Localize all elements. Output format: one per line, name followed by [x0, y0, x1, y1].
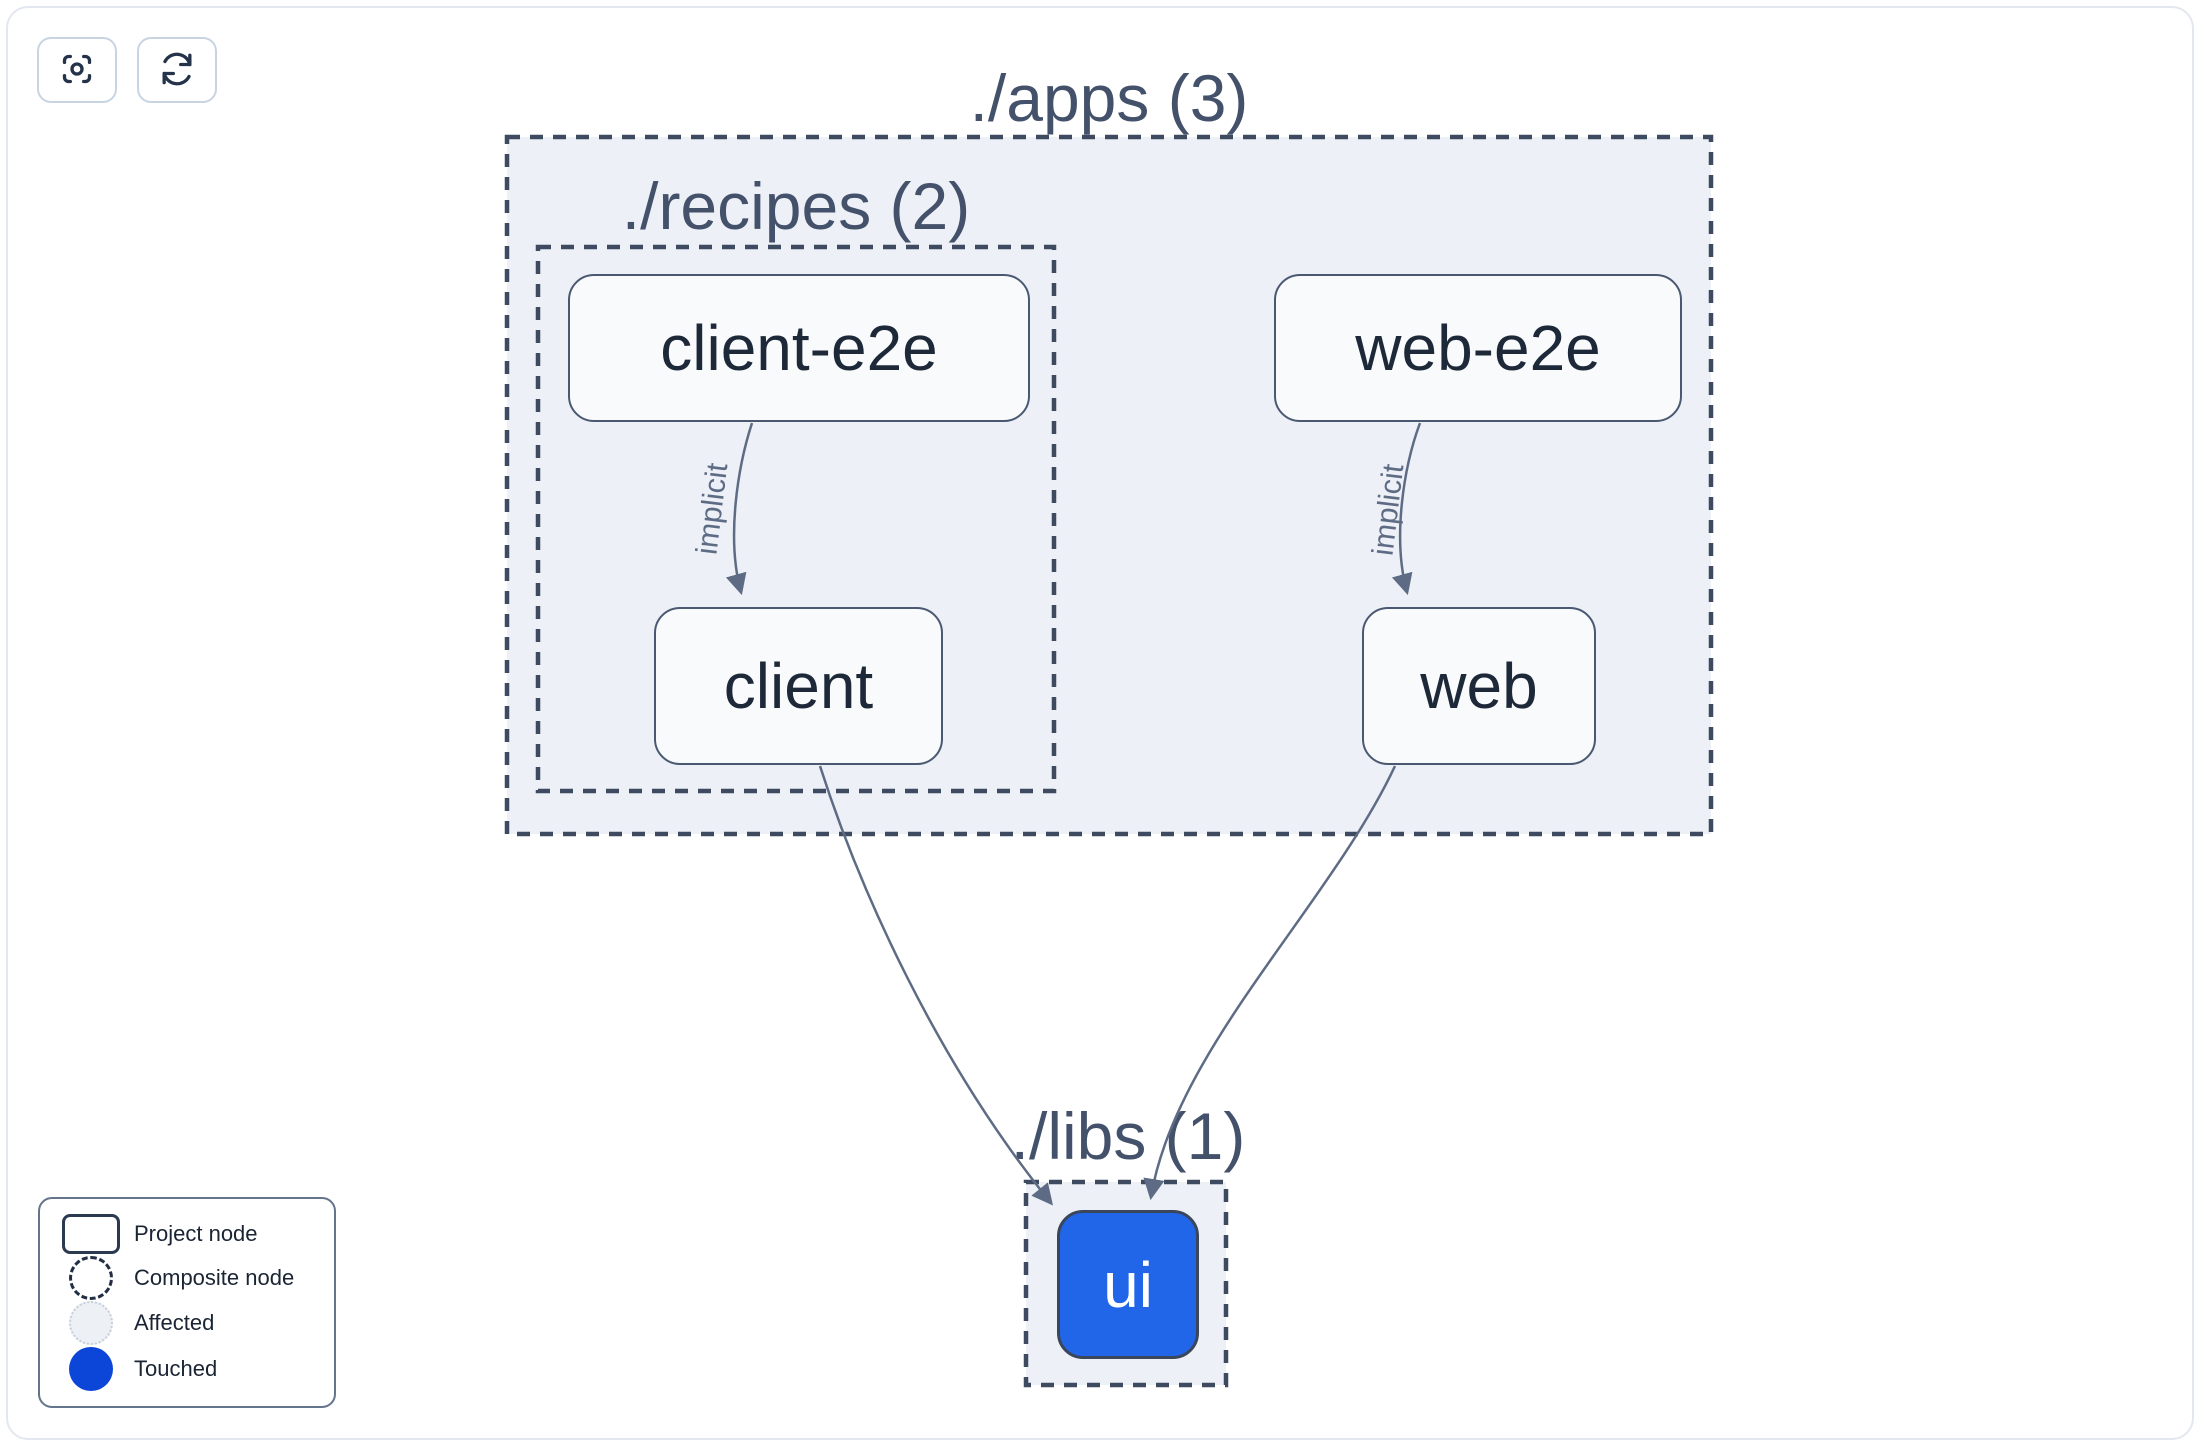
- node-label: client-e2e: [660, 312, 938, 384]
- legend-item-composite-node: Composite node: [58, 1255, 316, 1300]
- affected-swatch: [69, 1301, 113, 1346]
- node-client-e2e[interactable]: client-e2e: [568, 274, 1030, 422]
- legend-label: Project node: [134, 1220, 258, 1246]
- center-graph-button[interactable]: [37, 37, 117, 103]
- legend-label: Affected: [134, 1310, 215, 1336]
- group-label-apps[interactable]: ./apps (3): [969, 61, 1249, 135]
- node-web[interactable]: web: [1362, 607, 1596, 765]
- node-label: web: [1420, 650, 1538, 722]
- graph-legend: Project node Composite node Affected Tou…: [38, 1197, 336, 1408]
- node-label: web-e2e: [1355, 312, 1601, 384]
- node-client[interactable]: client: [654, 607, 943, 765]
- node-label: client: [723, 650, 874, 722]
- node-web-e2e[interactable]: web-e2e: [1274, 274, 1682, 422]
- group-label-recipes[interactable]: ./recipes (2): [621, 169, 971, 243]
- node-label: ui: [1103, 1248, 1153, 1321]
- node-ui-touched[interactable]: ui: [1057, 1210, 1199, 1359]
- group-label-libs[interactable]: ./libs (1): [1010, 1099, 1246, 1173]
- refresh-graph-button[interactable]: [137, 37, 217, 103]
- graph-toolbar: [37, 37, 217, 103]
- legend-label: Composite node: [134, 1264, 295, 1290]
- legend-item-affected: Affected: [58, 1301, 316, 1346]
- focus-icon: [57, 49, 97, 92]
- legend-item-touched: Touched: [58, 1347, 316, 1392]
- composite-node-swatch: [69, 1255, 113, 1300]
- project-node-swatch: [62, 1213, 120, 1254]
- touched-swatch: [69, 1347, 113, 1392]
- edge-web-e2e-to-web[interactable]: [1391, 422, 1422, 596]
- edge-web-to-ui[interactable]: [1143, 765, 1397, 1201]
- edge-client-e2e-to-client[interactable]: [725, 422, 754, 596]
- legend-item-project-node: Project node: [58, 1213, 316, 1254]
- legend-label: Touched: [134, 1356, 218, 1382]
- refresh-icon: [157, 49, 197, 92]
- edge-client-to-ui[interactable]: [818, 765, 1054, 1206]
